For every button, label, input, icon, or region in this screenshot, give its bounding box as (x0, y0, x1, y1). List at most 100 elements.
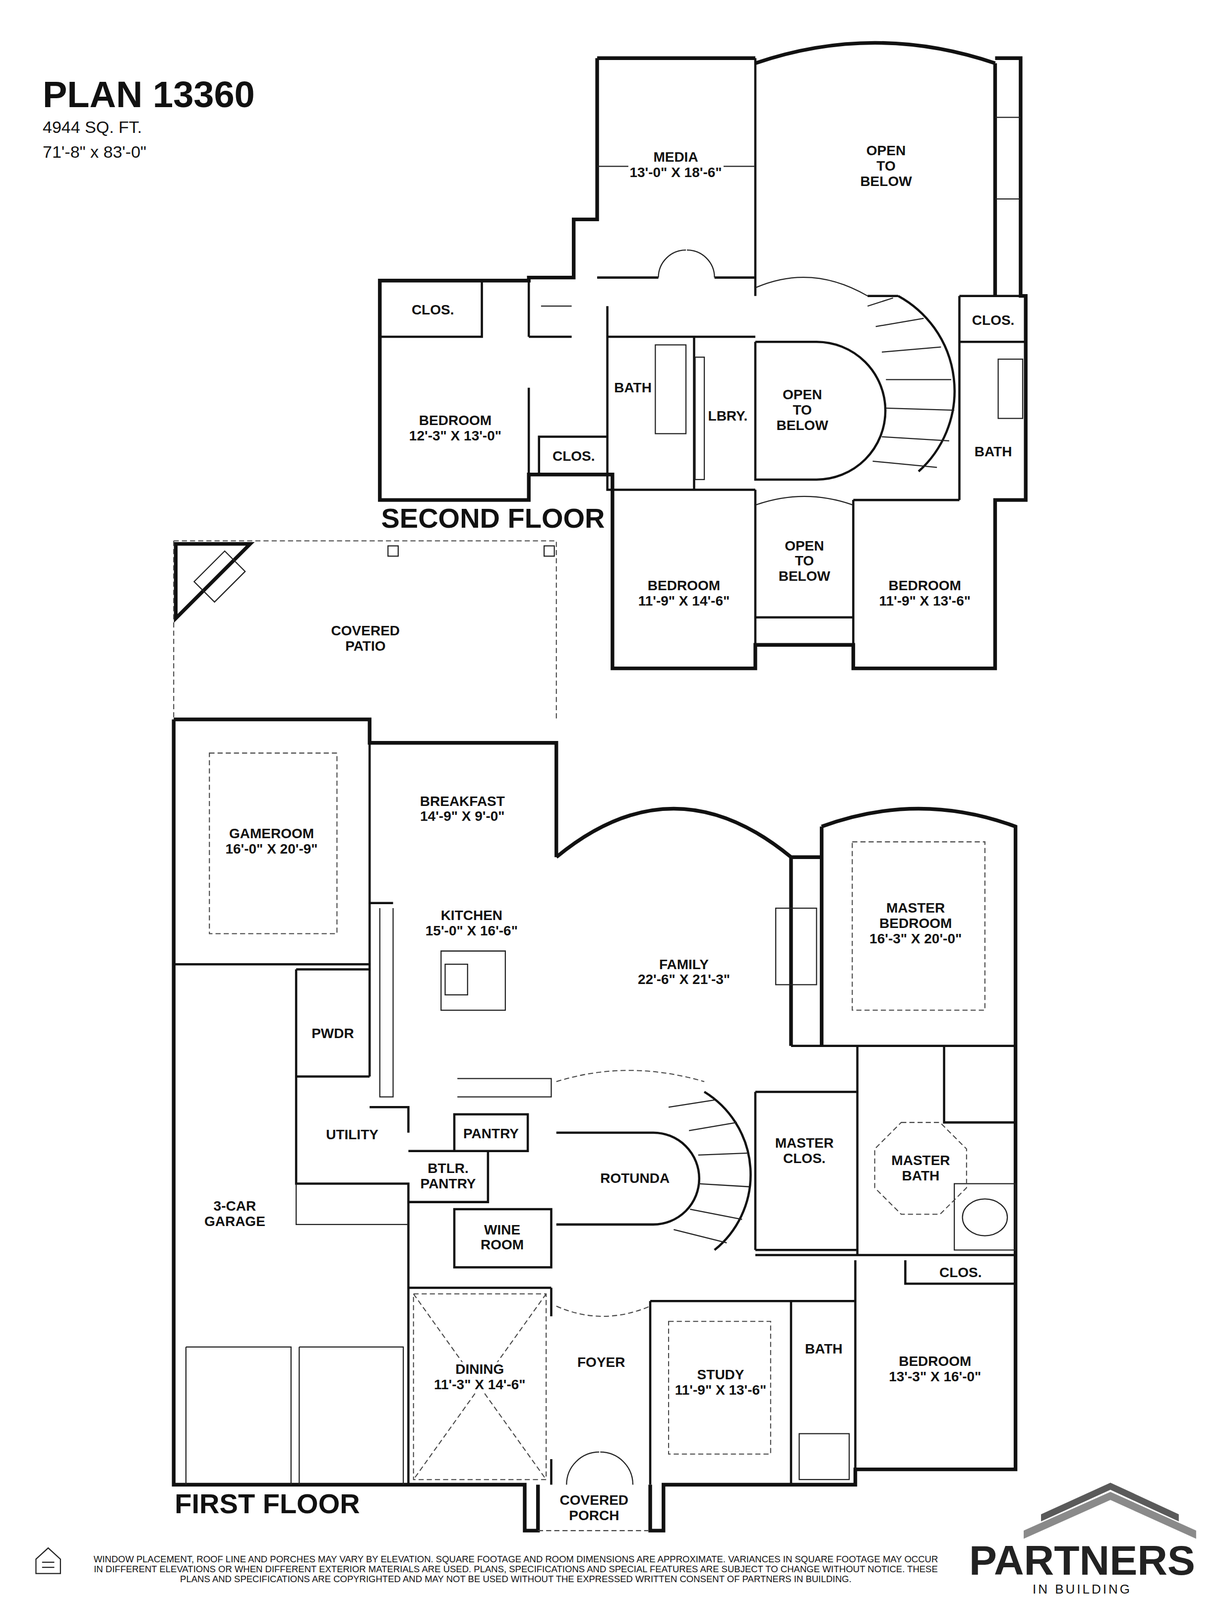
room: MASTER BATH (857, 1045, 1016, 1256)
second-floor-exterior-wall (379, 42, 1026, 669)
room: FAMILY22'-6" X 21'-3" (556, 857, 792, 1072)
first-floor-exterior-wall (173, 544, 1016, 1532)
room-name: COVERED PATIO (329, 623, 402, 655)
room-dimensions: 11'-3" X 14'-6" (432, 1377, 528, 1393)
disclaimer-note: WINDOW PLACEMENT, ROOF LINE AND PORCHES … (89, 1554, 943, 1585)
room: CLOS. (539, 436, 608, 475)
room: BEDROOM11'-9" X 13'-6" (853, 499, 996, 669)
room-name: DINING (432, 1362, 528, 1378)
room-label: BATH (803, 1341, 845, 1357)
bathtub (962, 1198, 1008, 1236)
second-floor-interior-wall (379, 58, 1026, 645)
room-dimensions: 11'-9" X 13'-6" (877, 593, 973, 610)
room-dimensions: 11'-9" X 13'-6" (673, 1382, 769, 1399)
room-label: MEDIA13'-0" X 18'-6" (627, 149, 724, 181)
label-anchor: 4944 SQ. FT. (42, 118, 142, 137)
room: KITCHEN15'-0" X 16'-6" (369, 857, 557, 1107)
room: PANTRY (454, 1114, 528, 1152)
room-label: FOYER (575, 1354, 627, 1370)
room-name: UTILITY (324, 1126, 380, 1143)
room-label: LBRY. (706, 408, 750, 425)
room-label: PANTRY (461, 1125, 521, 1142)
room-name: CLOS. (937, 1264, 984, 1281)
logo-roof (1041, 1482, 1179, 1522)
room-label: CLOS. (551, 448, 597, 464)
room-name: ROTUNDA (598, 1170, 672, 1187)
room-name: BATH (973, 444, 1014, 460)
logo-wordmark: PARTNERS (969, 1539, 1196, 1582)
room-dimensions: 22'-6" X 21'-3" (636, 972, 732, 988)
first-floor-fixture (185, 546, 1016, 1485)
equal-housing-logo (35, 1547, 61, 1574)
room-dimensions: 13'-3" X 16'-0" (887, 1369, 983, 1385)
dashed-outline (173, 540, 985, 1531)
room-name: CLOS. (410, 302, 456, 318)
room-name: PWDR (309, 1026, 356, 1042)
room: BATH (959, 341, 1027, 500)
room: 3-CAR GARAGE (173, 964, 297, 1485)
room-name: BATH (803, 1341, 845, 1357)
room-name: LBRY. (706, 408, 750, 425)
room: BATH (607, 336, 695, 491)
room: OPEN TO BELOW (755, 510, 854, 618)
room: BREAKFAST14'-9" X 9'-0" (369, 742, 557, 858)
room-label: BEDROOM11'-9" X 13'-6" (877, 578, 973, 610)
room-name: 3-CAR GARAGE (202, 1199, 267, 1230)
room-name: BEDROOM (407, 413, 503, 429)
room-dimensions: 15'-0" X 16'-6" (424, 923, 520, 939)
room-name: KITCHEN (424, 908, 520, 924)
room: DINING11'-3" X 14'-6" (408, 1287, 552, 1485)
label-anchor: 71'-8" x 83'-0" (42, 142, 147, 162)
room-label: STUDY11'-9" X 13'-6" (673, 1367, 769, 1399)
room-name: MASTER CLOS. (773, 1135, 836, 1167)
label-anchor: SECOND FLOOR (380, 502, 605, 534)
room-label: COVERED PORCH (558, 1492, 630, 1524)
label-anchor: PARTNERS (969, 1539, 1196, 1582)
room: BEDROOM11'-9" X 14'-6" (612, 490, 756, 669)
room-label: DINING11'-3" X 14'-6" (432, 1362, 528, 1394)
room-name: BTLR. PANTRY (419, 1161, 478, 1192)
room-name: BEDROOM (877, 578, 973, 595)
logo-tagline: IN BUILDING (1032, 1582, 1132, 1597)
room: OPEN TO BELOW (755, 58, 996, 296)
room-dimensions: 12'-3" X 13'-0" (407, 428, 503, 444)
room-label: OPEN TO BELOW (777, 538, 832, 584)
room: PWDR (296, 969, 370, 1077)
room-name: COVERED PORCH (558, 1492, 630, 1524)
label-anchor: FIRST FLOOR (174, 1488, 360, 1520)
room: BTLR. PANTRY (408, 1151, 489, 1203)
room: LBRY. (694, 336, 756, 480)
room-name: PANTRY (461, 1125, 521, 1142)
room-label: MASTER BATH (889, 1153, 952, 1184)
room: BEDROOM12'-3" X 13'-0" (379, 336, 529, 500)
room-label: GAMEROOM16'-0" X 20'-9" (223, 826, 319, 858)
room: BATH (791, 1300, 856, 1485)
room-label: COVERED PATIO (329, 623, 402, 655)
room-label: KITCHEN15'-0" X 16'-6" (424, 908, 520, 939)
room-dimensions: 16'-0" X 20'-9" (223, 841, 319, 858)
room-name: STUDY (673, 1367, 769, 1383)
room: ROTUNDA (556, 1112, 756, 1256)
room-label: OPEN TO BELOW (775, 387, 830, 433)
room-name: MASTER BEDROOM (877, 900, 954, 932)
room-name: OPEN TO BELOW (858, 143, 914, 189)
room: CLOS. (905, 1260, 1016, 1284)
room: COVERED PORCH (538, 1484, 651, 1532)
room: UTILITY (296, 1106, 409, 1184)
room-label: WINE ROOM (479, 1222, 526, 1254)
room-label: CLOS. (970, 312, 1017, 329)
first-floor-interior-wall (173, 719, 1016, 1485)
room: STUDY11'-9" X 13'-6" (650, 1300, 792, 1485)
room-label: CLOS. (410, 302, 456, 318)
second-floor-fixture (541, 117, 1023, 506)
room: FOYER (551, 1300, 651, 1485)
room: GAMEROOM16'-0" X 20'-9" (173, 719, 370, 965)
room: BEDROOM13'-3" X 16'-0" (855, 1283, 1016, 1470)
room-label: BREAKFAST14'-9" X 9'-0" (418, 794, 507, 825)
room: MASTER BEDROOM16'-3" X 20'-0" (821, 826, 1016, 1046)
room-label: BATH (612, 379, 654, 396)
room-label: BEDROOM13'-3" X 16'-0" (887, 1353, 983, 1385)
room-label: UTILITY (324, 1126, 380, 1143)
overall-dimensions: 71'-8" x 83'-0" (42, 142, 147, 162)
